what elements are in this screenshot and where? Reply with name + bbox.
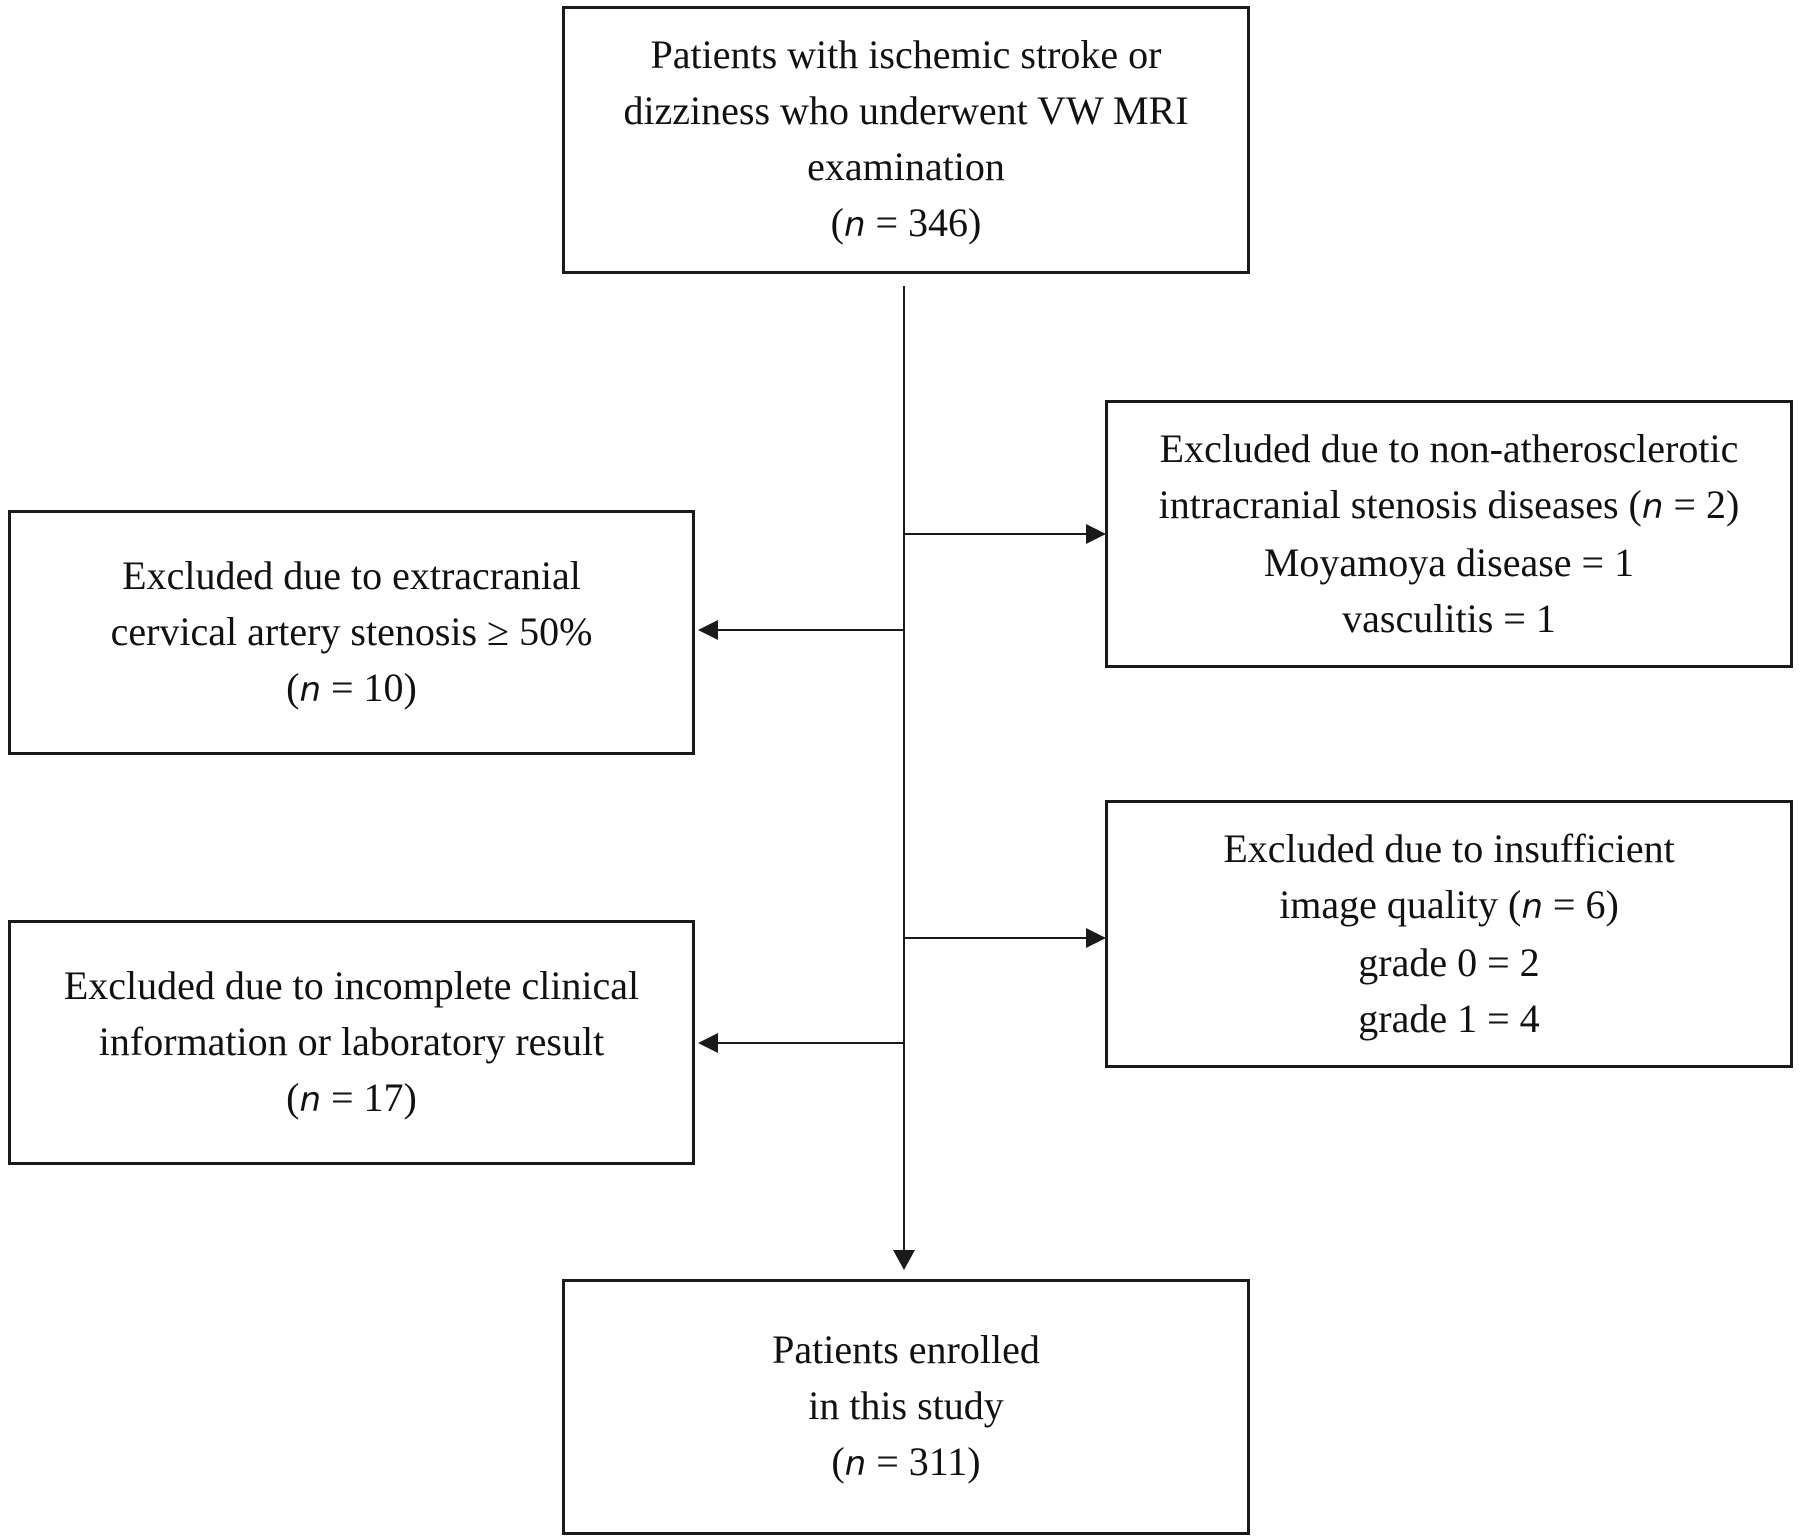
box-text-line: Patients enrolled (772, 1327, 1040, 1372)
excluded-incomplete-information-box: Excluded due to incomplete clinical info… (8, 920, 695, 1165)
box-text-line: cervical artery stenosis ≥ 50% (110, 608, 593, 654)
n-variable: n (843, 205, 866, 245)
box-text-line: Excluded due to incomplete clinical (63, 962, 640, 1008)
sample-size-line: image quality (n = 6) (1279, 877, 1619, 935)
sample-size-line: (n = 10) (286, 660, 417, 718)
excluded-non-atherosclerotic-box: Excluded due to non-atherosclerotic intr… (1105, 400, 1793, 668)
enrolled-patients-box: Patients enrolled in this study (n = 311… (562, 1279, 1250, 1535)
subcount-line: vasculitis = 1 (1342, 596, 1556, 641)
subcount-line: Moyamoya disease = 1 (1263, 540, 1635, 585)
n-open: ( (830, 200, 844, 245)
box-text-line: examination (807, 144, 1005, 189)
box-text-line: Patients with ischemic stroke or (650, 32, 1162, 77)
box-text-fragment: intracranial stenosis diseases ( (1158, 482, 1642, 527)
sample-size-line: (n = 311) (831, 1434, 980, 1492)
arrow-right-image-quality (1086, 928, 1106, 948)
box-text-fragment: image quality ( (1279, 882, 1522, 927)
n-value: = 346) (865, 200, 982, 245)
box-text-line: Excluded due to extracranial (122, 552, 581, 598)
box-text-line: dizziness who underwent VW MRI (623, 88, 1189, 133)
n-value: = 311) (866, 1439, 981, 1484)
initial-cohort-box: Patients with ischemic stroke or dizzine… (562, 6, 1250, 274)
n-value: = 2) (1663, 482, 1740, 527)
arrow-right-non-atherosclerotic (1086, 524, 1106, 544)
arrow-down-to-enrolled (893, 1250, 915, 1270)
subcount-line: grade 1 = 4 (1358, 996, 1540, 1041)
n-variable: n (844, 1444, 867, 1484)
box-text-line: Excluded due to insufficient (1223, 826, 1675, 871)
arrow-left-extracranial (698, 620, 718, 640)
n-variable: n (299, 669, 321, 710)
excluded-extracranial-stenosis-box: Excluded due to extracranial cervical ar… (8, 510, 695, 755)
n-variable: n (1521, 887, 1543, 927)
excluded-image-quality-box: Excluded due to insufficient image quali… (1105, 800, 1793, 1068)
sample-size-line: (n = 346) (831, 195, 982, 253)
n-value: = 10) (321, 664, 417, 710)
arrow-left-incomplete-info (698, 1033, 718, 1053)
n-open: ( (286, 1074, 300, 1120)
n-variable: n (1641, 487, 1664, 527)
n-open: ( (286, 664, 300, 710)
subcount-line: grade 0 = 2 (1358, 940, 1540, 985)
n-open: ( (831, 1439, 845, 1484)
sample-size-line: intracranial stenosis diseases (n = 2) (1159, 477, 1740, 535)
n-value: = 17) (321, 1074, 417, 1120)
box-text-line: information or laboratory result (98, 1018, 605, 1064)
box-text-line: Excluded due to non-atherosclerotic (1159, 426, 1739, 471)
sample-size-line: (n = 17) (286, 1070, 417, 1128)
n-variable: n (299, 1079, 321, 1120)
box-text-line: in this study (808, 1383, 1004, 1428)
n-value: = 6) (1542, 882, 1619, 927)
